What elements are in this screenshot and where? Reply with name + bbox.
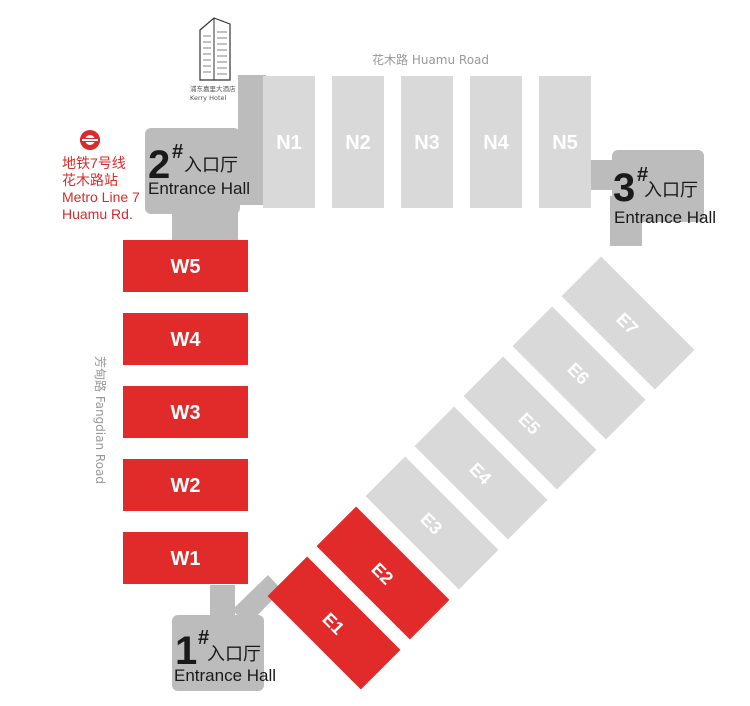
hall-block[interactable] [332,76,384,208]
hall-label: W3 [171,402,201,424]
hall-block[interactable] [414,406,548,540]
hall-block[interactable] [512,306,646,440]
hall-e4[interactable]: E4 [414,406,548,540]
hall-block[interactable] [316,506,450,640]
hall-block[interactable] [561,256,695,390]
corridor-east-link [232,575,282,625]
road-label-west: 芳甸路 Fangdian Road [93,356,108,484]
hall-n4[interactable]: N4 [470,76,522,208]
metro-station: 地铁7号线 花木路站 Metro Line 7 Huamu Rd. [62,130,140,222]
entrance-hash: # [198,627,209,649]
hall-w2[interactable]: W2 [123,459,248,511]
entrance-hall-3-block[interactable] [612,150,704,222]
hall-w5[interactable]: W5 [123,240,248,292]
entrance-number: 1 [175,629,197,673]
hall-label: N5 [552,132,578,154]
kerry-hotel: 浦东嘉里大酒店 Kerry Hotel [190,17,236,102]
hall-e2[interactable]: E2 [316,506,450,640]
hall-label: W5 [171,256,201,278]
metro-station-en: Huamu Rd. [62,206,133,222]
hall-block[interactable] [463,356,597,490]
entrance-cn-label: 入口厅 [207,644,261,665]
hall-n3[interactable]: N3 [401,76,453,208]
entrance-hall-3-label: 3 # 入口厅 Entrance Hall [613,164,716,227]
hall-n1[interactable]: N1 [263,76,315,208]
hall-e6[interactable]: E6 [512,306,646,440]
metro-line-en: Metro Line 7 [62,189,140,205]
hall-block[interactable] [539,76,591,208]
entrance-hall-2-label: 2 # 入口厅 Entrance Hall [148,141,250,198]
entrance-hall-2-block[interactable] [145,128,240,214]
hall-block[interactable] [365,456,499,590]
road-label-north: 花木路 Huamu Road [372,52,489,67]
north-halls: N1 N2 N3 N4 N5 [263,76,591,208]
hall-label: W2 [171,475,201,497]
entrance-hash: # [637,164,648,186]
hall-e5[interactable]: E5 [463,356,597,490]
hall-label: W1 [171,548,201,570]
hotel-name-en: Kerry Hotel [190,94,226,102]
hall-e7[interactable]: E7 [561,256,695,390]
entrance-hash: # [172,141,183,163]
shanghai-metro-icon [80,130,100,150]
hall-block[interactable] [401,76,453,208]
hall-block[interactable] [470,76,522,208]
hall-block[interactable] [123,459,248,511]
hall-block[interactable] [123,313,248,365]
hall-n2[interactable]: N2 [332,76,384,208]
entrance-hall-1-block[interactable] [172,615,264,691]
metro-line-cn: 地铁7号线 [62,155,126,171]
corridor-north-link [238,75,266,205]
entrance-en-label: Entrance Hall [174,666,276,685]
entrance-number: 3 [613,166,635,210]
building-icon [199,17,231,81]
hall-w3[interactable]: W3 [123,386,248,438]
hall-label: W4 [171,329,202,351]
hall-e3[interactable]: E3 [365,456,499,590]
entrance-cn-label: 入口厅 [644,180,698,201]
hall-e1[interactable]: E1 [267,556,401,690]
hall-w1[interactable]: W1 [123,532,248,584]
hall-label: N4 [483,132,509,154]
hall-label: N2 [345,132,371,154]
entrance-cn-label: 入口厅 [184,155,238,176]
hall-label: N1 [276,132,302,154]
entrance-en-label: Entrance Hall [148,179,250,198]
hall-block[interactable] [267,556,401,690]
hall-block[interactable] [263,76,315,208]
hall-block[interactable] [123,240,248,292]
hall-w4[interactable]: W4 [123,313,248,365]
hall-block[interactable] [123,532,248,584]
hall-n5[interactable]: N5 [539,76,591,208]
hall-block[interactable] [123,386,248,438]
metro-station-cn: 花木路站 [62,172,118,188]
entrance-number: 2 [148,143,170,187]
hotel-name-cn: 浦东嘉里大酒店 [190,84,236,93]
hall-label: N3 [414,132,440,154]
entrance-en-label: Entrance Hall [614,208,716,227]
entrance-hall-1-label: 1 # 入口厅 Entrance Hall [174,627,276,685]
